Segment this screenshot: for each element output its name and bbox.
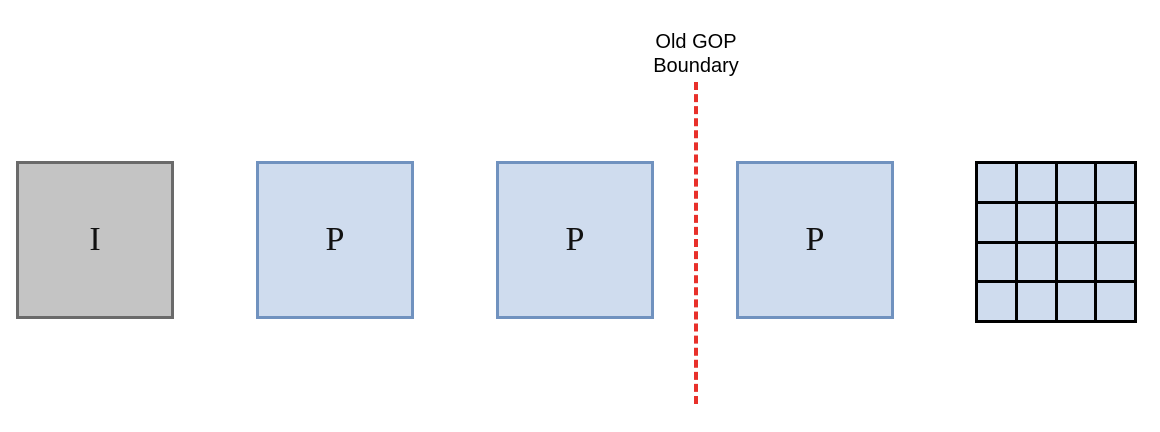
p-frame: P: [256, 161, 414, 319]
grid-cell: [1057, 243, 1095, 281]
grid-cell: [978, 283, 1015, 320]
grid-cell: [1017, 283, 1055, 320]
grid-cell: [1097, 243, 1134, 281]
macroblock-grid-frame: [975, 161, 1137, 323]
grid-cell: [1017, 243, 1055, 281]
gop-boundary-label: Old GOP Boundary: [636, 30, 756, 78]
grid-cell: [1017, 203, 1055, 241]
gop-boundary-line: [694, 82, 698, 404]
grid-cell: [1057, 203, 1095, 241]
p-frame: P: [736, 161, 894, 319]
p-frame: P: [496, 161, 654, 319]
gop-boundary-label-line1: Old GOP: [655, 31, 737, 53]
grid-cell: [1097, 203, 1134, 241]
grid-cell: [1057, 283, 1095, 320]
i-frame: I: [16, 161, 174, 319]
frame-label: P: [325, 221, 345, 258]
grid-cell: [978, 164, 1015, 201]
grid-cell: [978, 243, 1015, 281]
grid-cell: [1057, 164, 1095, 201]
grid-cell: [978, 203, 1015, 241]
grid-cell: [1097, 283, 1134, 320]
frame-label: P: [805, 221, 825, 258]
gop-boundary-label-line2: Boundary: [653, 55, 739, 77]
frame-label: P: [565, 221, 585, 258]
grid-cell: [1097, 164, 1134, 201]
grid-cell: [1017, 164, 1055, 201]
frame-label: I: [89, 221, 101, 258]
